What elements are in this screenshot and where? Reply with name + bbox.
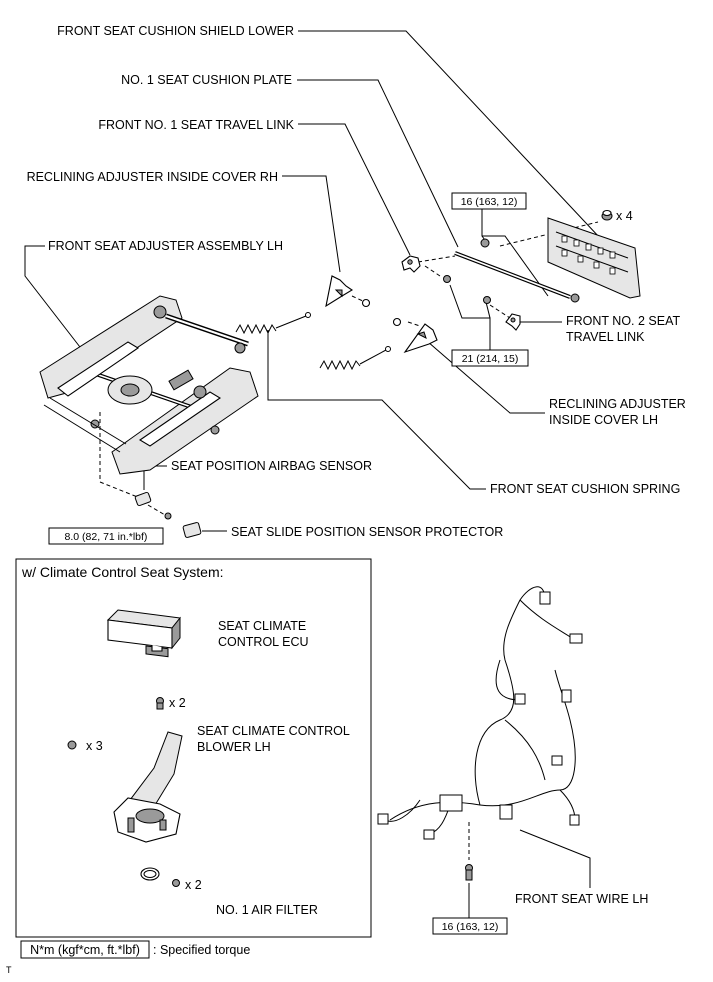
torque-spec-t16-lower: 16 (163, 12) <box>432 917 508 935</box>
legend-unit: N*m (kgf*cm, ft.*lbf) <box>30 943 140 957</box>
qty-ecu-bolt: x 2 <box>169 696 186 710</box>
seat-cushion-plate-part <box>454 238 580 303</box>
label-cushion-shield-lower: FRONT SEAT CUSHION SHIELD LOWER <box>57 24 294 38</box>
label-reclining-cover-lh-line1: RECLINING ADJUSTER <box>549 397 686 411</box>
label-travel-link-1: FRONT NO. 1 SEAT TRAVEL LINK <box>98 118 294 132</box>
climate-blower-part <box>67 731 183 887</box>
label-travel-link-2-line2: TRAVEL LINK <box>566 330 645 344</box>
cushion-spring-parts <box>235 312 391 371</box>
seat-wire-harness-part <box>377 586 583 881</box>
airbag-sensor-part <box>134 491 172 520</box>
torque-t16-lower-text: 16 (163, 12) <box>442 921 499 933</box>
label-reclining-cover-lh-line2: INSIDE COVER LH <box>549 413 658 427</box>
label-climate-ecu-line2: CONTROL ECU <box>218 635 309 649</box>
label-seat-wire: FRONT SEAT WIRE LH <box>515 892 648 906</box>
label-travel-link-2-line1: FRONT NO. 2 SEAT <box>566 314 681 328</box>
inset-title: w/ Climate Control Seat System: <box>21 564 224 580</box>
seat-adjuster-assembly-part <box>39 295 259 475</box>
label-reclining-cover-rh: RECLINING ADJUSTER INSIDE COVER RH <box>27 170 278 184</box>
torque-t8-text: 8.0 (82, 71 in.*lbf) <box>65 531 148 543</box>
legend-text: : Specified torque <box>153 943 250 957</box>
climate-ecu-part <box>106 609 181 710</box>
label-blower-line2: BLOWER LH <box>197 740 271 754</box>
part-labels: FRONT SEAT CUSHION SHIELD LOWER NO. 1 SE… <box>21 24 686 917</box>
label-adjuster-assembly-lh: FRONT SEAT ADJUSTER ASSEMBLY LH <box>48 239 283 253</box>
label-seat-cushion-plate: NO. 1 SEAT CUSHION PLATE <box>121 73 292 87</box>
quantity-labels: x 4 x 2 x 3 x 2 <box>86 209 633 892</box>
label-climate-ecu-line1: SEAT CLIMATE <box>218 619 306 633</box>
travel-link-1-part <box>401 255 451 283</box>
torque-t21-text: 21 (214, 15) <box>462 353 519 365</box>
slide-sensor-protector-part <box>182 522 202 538</box>
label-slide-sensor-protector: SEAT SLIDE POSITION SENSOR PROTECTOR <box>231 525 503 539</box>
torque-legend: N*m (kgf*cm, ft.*lbf) : Specified torque <box>20 940 250 959</box>
cushion-shield-lower-part <box>547 209 641 299</box>
torque-spec-t16-upper: 16 (163, 12) <box>451 192 527 210</box>
reclining-cover-rh-part <box>325 275 371 308</box>
torque-t16-upper-text: 16 (163, 12) <box>461 196 518 208</box>
qty-clip: x 4 <box>616 209 633 223</box>
label-blower-line1: SEAT CLIMATE CONTROL <box>197 724 350 738</box>
label-air-filter: NO. 1 AIR FILTER <box>216 903 318 917</box>
travel-link-2-part <box>483 296 521 331</box>
label-cushion-spring: FRONT SEAT CUSHION SPRING <box>490 482 680 496</box>
torque-spec-t21: 21 (214, 15) <box>451 349 529 367</box>
label-airbag-sensor: SEAT POSITION AIRBAG SENSOR <box>171 459 372 473</box>
qty-blower-bolt: x 3 <box>86 739 103 753</box>
footer-mark: T <box>6 965 12 975</box>
torque-spec-t8: 8.0 (82, 71 in.*lbf) <box>48 527 164 545</box>
reclining-cover-lh-part <box>392 317 438 354</box>
qty-filter-bolt: x 2 <box>185 878 202 892</box>
